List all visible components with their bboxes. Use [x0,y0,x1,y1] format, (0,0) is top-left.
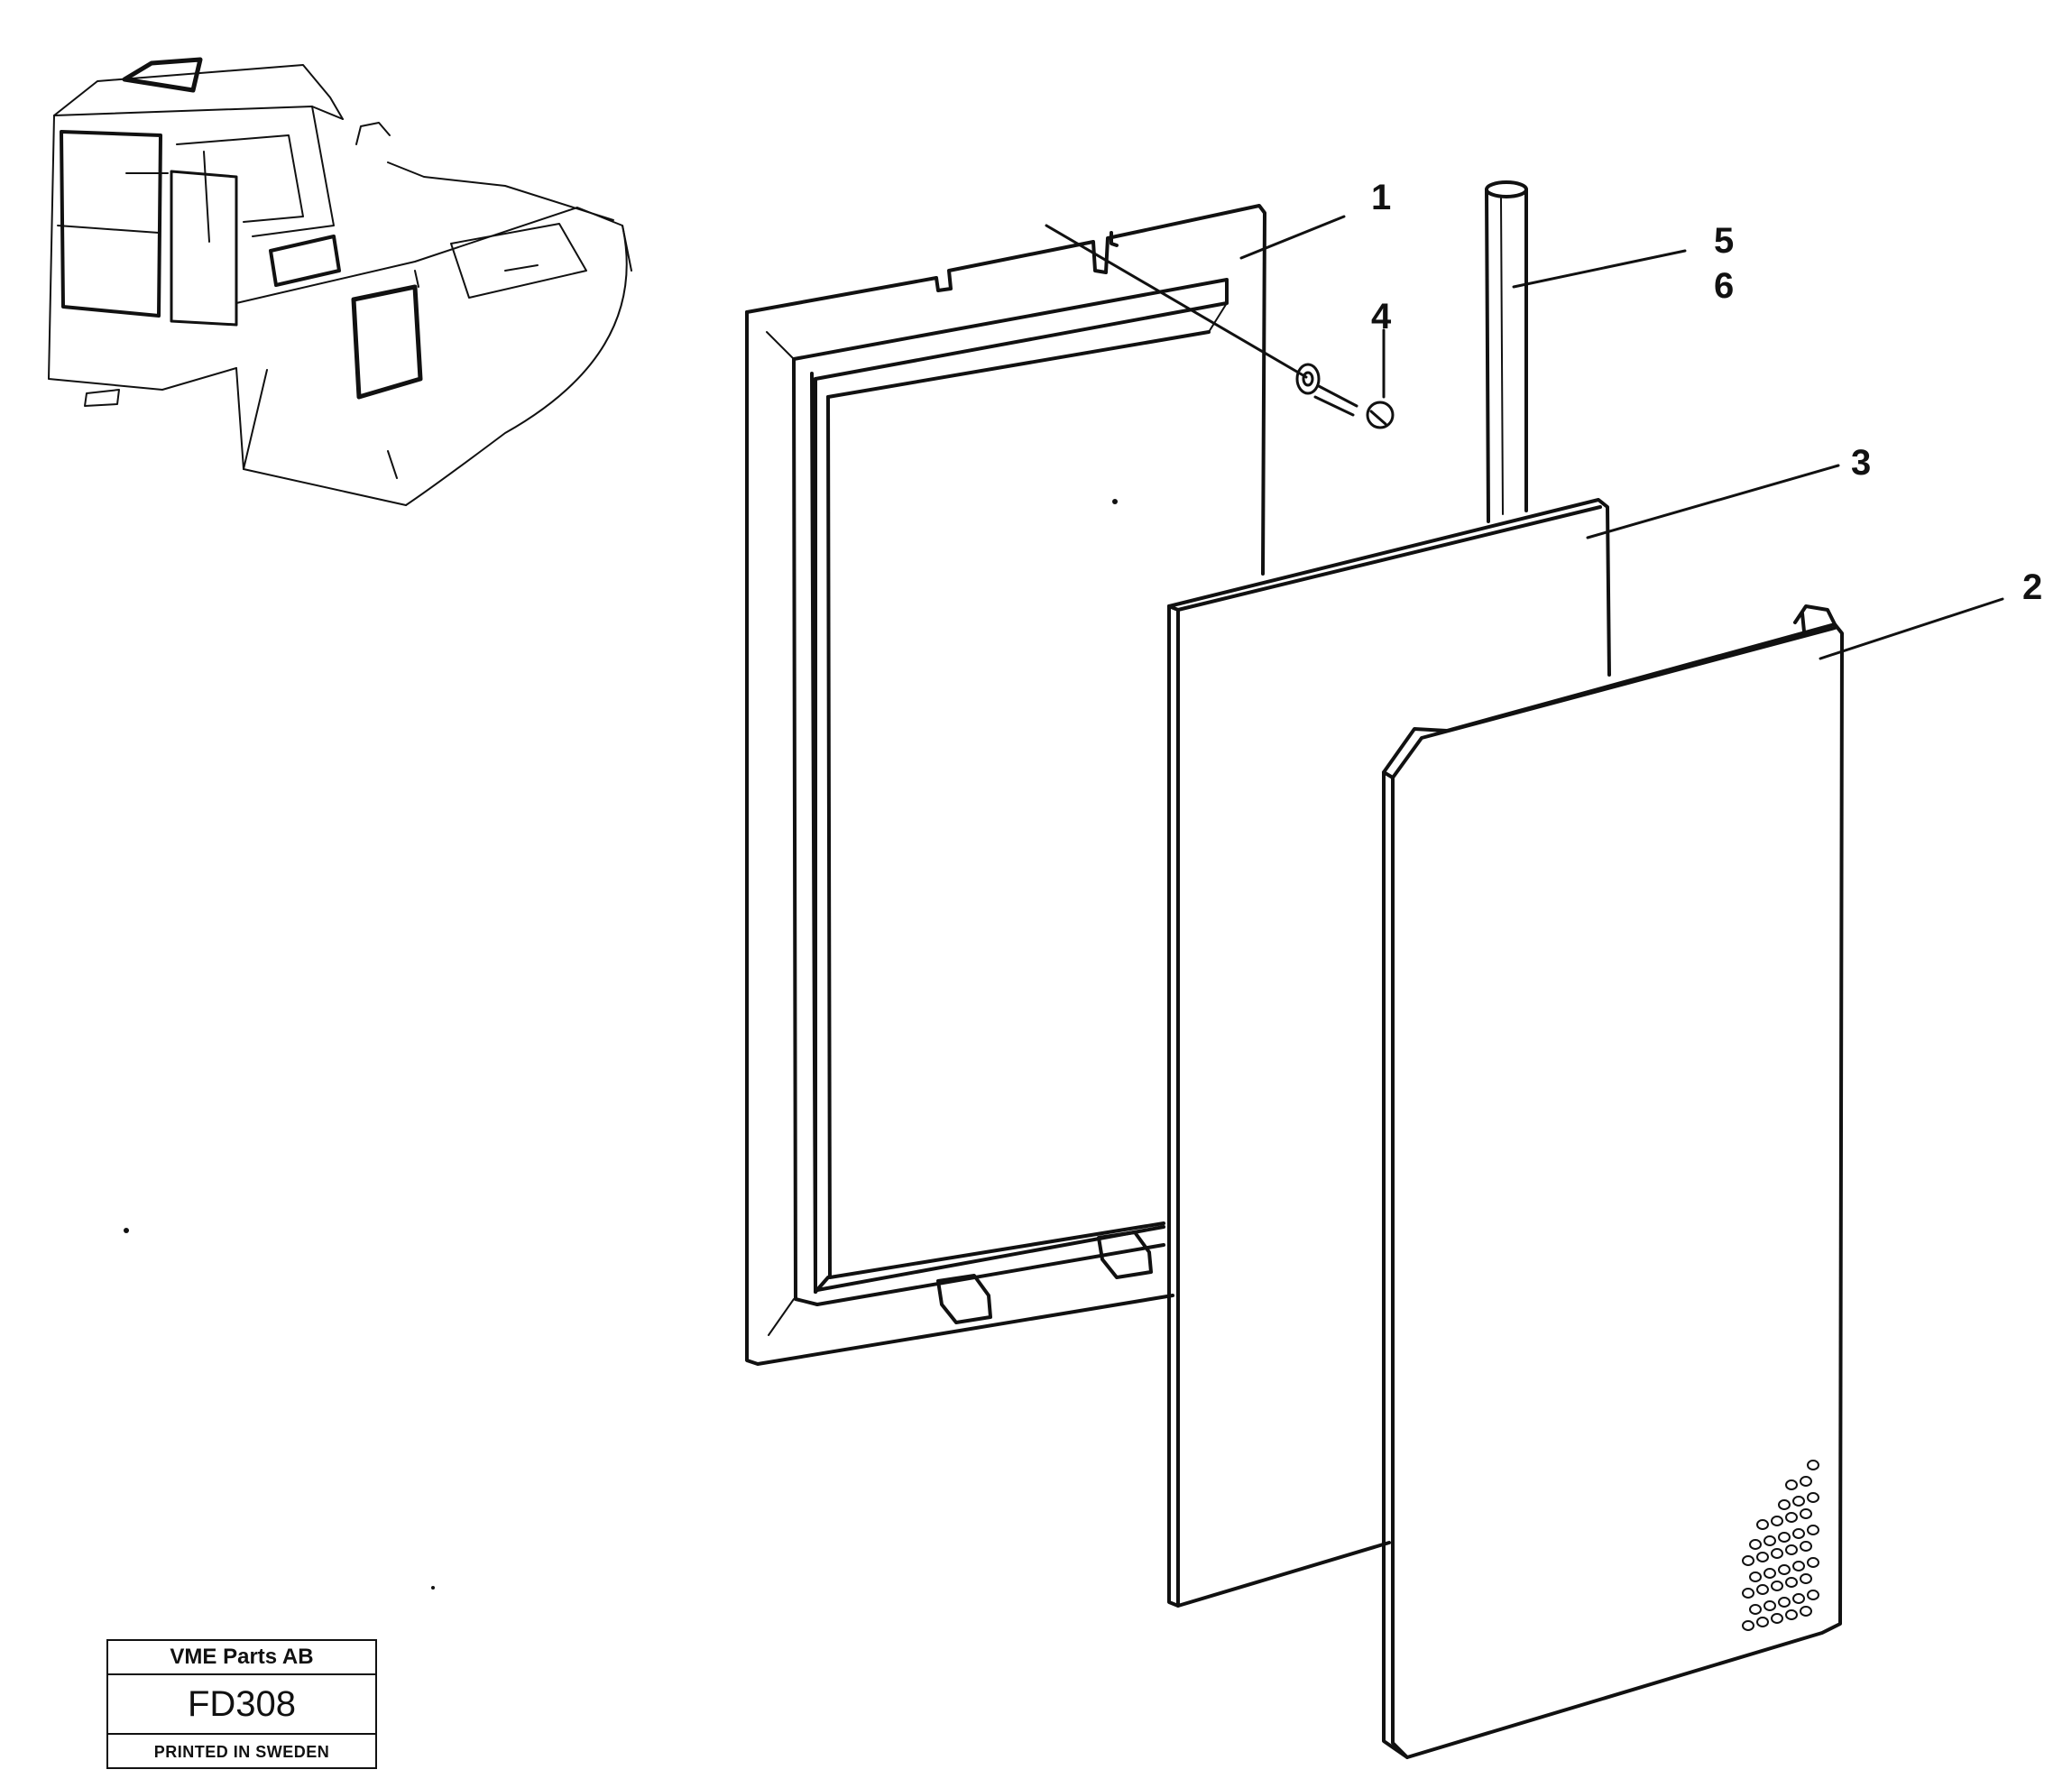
perforation-hole [1778,1564,1791,1575]
perforation-hole [1792,1593,1805,1604]
perforation-hole [1771,1548,1783,1559]
perforation-hole [1764,1600,1776,1611]
perforation-hole [1785,1609,1798,1620]
panel-part-3 [1167,498,1611,1608]
printed-note: PRINTED IN SWEDEN [153,1743,330,1761]
callout-2: 2 [2022,567,2042,607]
perforation-hole [1749,1604,1762,1615]
screw-washer-part-4 [1295,363,1395,429]
perforation-hole [1756,1617,1769,1627]
perforation-hole [1778,1532,1791,1543]
perforation-hole [1807,1557,1819,1568]
perforation-hole [1756,1519,1769,1530]
perforation-hole [1771,1581,1783,1591]
perforation-hole [1771,1516,1783,1526]
perforation-hole [1807,1460,1819,1470]
perforation-hole [1756,1552,1769,1562]
perforation-hole [1756,1584,1769,1595]
perforation-hole [1792,1528,1805,1539]
perforation-hole [1749,1571,1762,1582]
perforation-hole [1742,1555,1754,1566]
leader-lines [1045,215,2004,660]
callout-5: 5 [1714,221,1734,261]
panel-part-2 [1382,604,1844,1759]
scan-specks [124,499,1118,1590]
perforation-hole [1792,1496,1805,1507]
perforation-hole [1785,1479,1798,1490]
perforation-hole [1749,1539,1762,1550]
company-name: VME Parts AB [108,1641,375,1675]
perforation-hole [1800,1606,1812,1617]
perforation-hole [1778,1597,1791,1608]
perforation-hole [1807,1492,1819,1503]
perforation-hole [1778,1499,1791,1510]
perforation-hole [1785,1512,1798,1523]
callout-4: 4 [1371,297,1392,336]
frame-part-1 [745,204,1266,1366]
perforation-hole [1792,1561,1805,1571]
perforation-pattern [1742,1460,1819,1631]
perforation-hole [1800,1573,1812,1584]
perforation-hole [1764,1568,1776,1579]
callout-3: 3 [1851,443,1871,483]
perforation-hole [1800,1541,1812,1552]
perforation-hole [1771,1613,1783,1624]
perforation-hole [1764,1535,1776,1546]
perforation-hole [1800,1476,1812,1487]
perforation-hole [1785,1544,1798,1555]
excavator-overview-illustration [48,57,632,506]
perforation-hole [1785,1577,1798,1588]
callout-6: 6 [1714,266,1734,306]
perforation-hole [1742,1620,1754,1631]
perforation-hole [1800,1508,1812,1519]
drawing-code: FD308 [108,1675,375,1735]
title-block: VME Parts AB FD308 PRINTED IN SWEDEN [106,1639,377,1769]
perforation-hole [1807,1590,1819,1600]
rod-part-5-6 [1485,180,1528,523]
callout-1: 1 [1371,178,1391,217]
perforation-hole [1807,1525,1819,1535]
perforation-hole [1742,1588,1754,1599]
